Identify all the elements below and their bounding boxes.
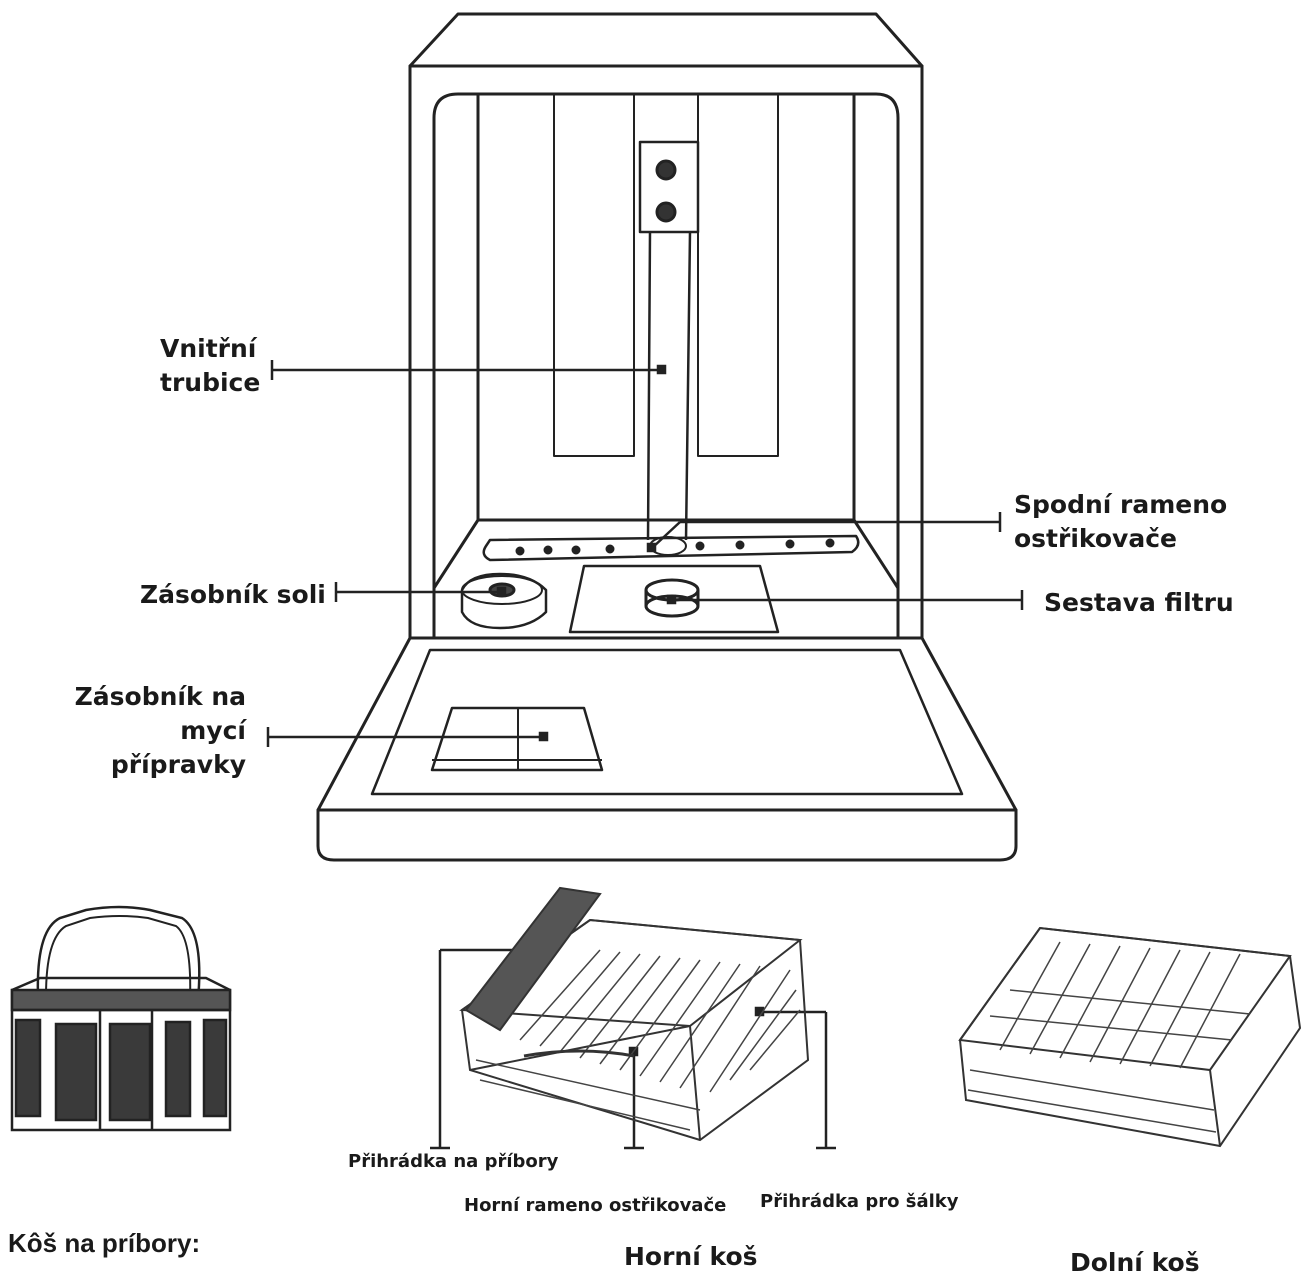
lower-basket-illustration <box>958 926 1302 1148</box>
label-inner-tube-line1: Vnitřní <box>160 334 257 363</box>
label-lower-spray-arm: Spodní rameno ostřikovače <box>1014 488 1227 556</box>
filter-assembly <box>568 564 780 634</box>
label-filter-assembly: Sestava filtru <box>1044 588 1234 617</box>
label-cutlery-tray: Přihrádka na příbory <box>348 1151 559 1172</box>
label-detergent-dispenser-line3: přípravky <box>110 749 246 779</box>
lower-spray-arm <box>482 534 860 562</box>
label-lower-spray-arm-line2: ostřikovače <box>1014 523 1177 553</box>
upper-basket-illustration <box>459 886 810 1142</box>
label-lower-spray-arm-line1: Spodní rameno <box>1014 490 1228 519</box>
leader-filter-assembly <box>666 590 1024 610</box>
label-detergent-dispenser-line1: Zásobník na <box>74 682 246 711</box>
label-inner-tube: Vnitřní trubice <box>160 332 260 400</box>
label-upper-basket: Horní koš <box>624 1242 758 1271</box>
inner-tube <box>638 140 700 541</box>
leader-salt-container <box>334 582 507 602</box>
label-lower-basket: Dolní koš <box>1070 1248 1200 1277</box>
leader-inner-tube <box>270 360 667 380</box>
label-cutlery-basket: Kôš na príbory: <box>8 1228 201 1258</box>
label-salt-container: Zásobník soli <box>140 580 326 609</box>
label-inner-tube-line2: trubice <box>160 367 261 397</box>
label-detergent-dispenser: Zásobník na mycí přípravky <box>60 680 246 781</box>
label-cup-shelf: Přihrádka pro šálky <box>760 1191 959 1212</box>
dishwasher-door <box>316 636 1018 862</box>
label-upper-spray-arm: Horní rameno ostřikovače <box>464 1195 727 1216</box>
leader-lower-spray-arm <box>646 512 1002 553</box>
leader-upper-spray-arm <box>624 1046 644 1150</box>
cutlery-basket-illustration <box>10 905 232 1132</box>
leader-detergent-dispenser <box>266 727 549 747</box>
salt-container <box>460 572 548 630</box>
label-detergent-dispenser-line2: mycí <box>180 715 246 745</box>
leader-cup-shelf <box>754 1006 836 1150</box>
